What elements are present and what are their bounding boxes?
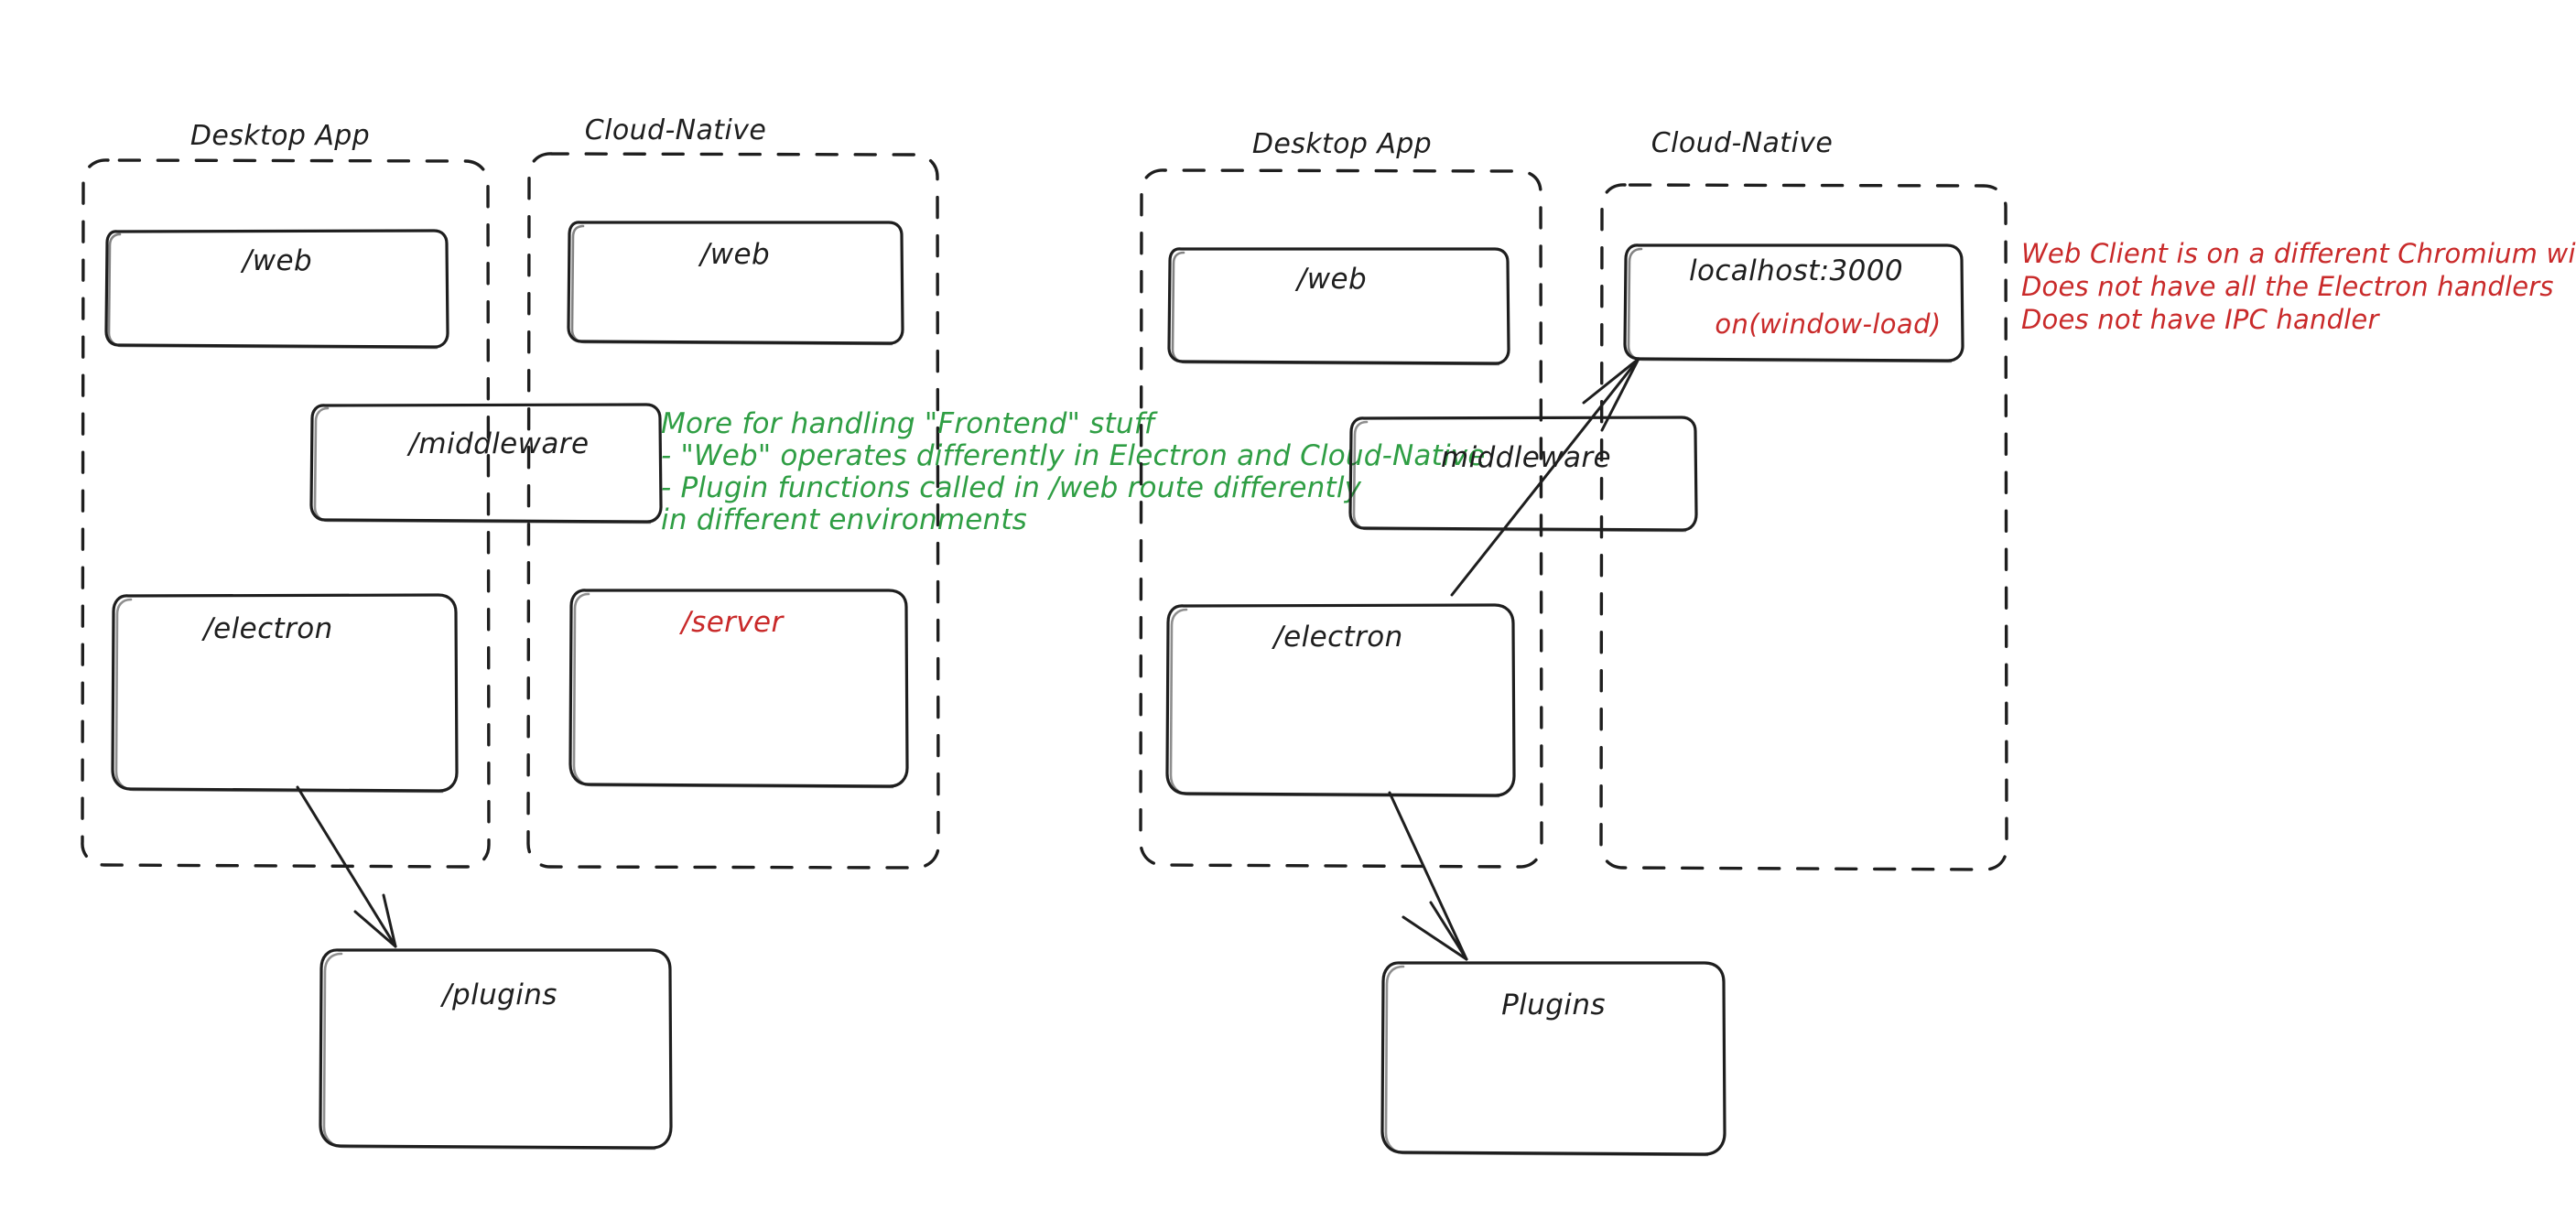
green-note-line-1: - "Web" operates differently in Electron… [661,439,1486,472]
box-label-right-electron: /electron [1271,621,1402,654]
red-note-line-0: Web Client is on a different Chromium wi… [2021,238,2576,269]
box-left-plugins[interactable] [319,948,673,1151]
box-left-cloud-web[interactable] [567,221,904,346]
group-left-cloud[interactable] [526,152,940,870]
red-note-line-2: Does not have IPC handler [2021,304,2380,335]
box-label-right-desktop-web: /web [1294,263,1367,296]
box-label-right-localhost: localhost:3000 [1689,254,1903,287]
box-left-desktop-web[interactable] [104,229,449,350]
red-note-line-1: Does not have all the Electron handlers [2021,271,2554,302]
box-right-middleware[interactable] [1348,416,1698,533]
group-right-cloud[interactable] [1599,183,2008,871]
green-note-line-3: in different environments [661,503,1027,536]
box-right-plugins[interactable] [1380,961,1726,1157]
green-note-line-0: More for handling "Frontend" stuff [661,407,1158,440]
box-label-left-electron: /electron [200,612,332,645]
red-note: Web Client is on a different Chromium wi… [2021,238,2576,335]
arrow-right-electron-to-localhost [1450,357,1640,597]
box-label-right-middleware: middleware [1441,441,1611,474]
group-label-left-cloud: Cloud-Native [585,114,766,146]
group-label-left-desktop: Desktop App [190,120,370,152]
group-right-desktop[interactable] [1139,168,1543,869]
arrow-right-electron-to-plugins [1388,791,1468,961]
group-label-right-cloud: Cloud-Native [1651,127,1833,159]
box-sublabel-right-localhost: on(window-load) [1715,308,1941,340]
green-note: More for handling "Frontend" stuff - "We… [661,407,1486,536]
box-label-left-server: /server [678,606,785,639]
group-label-right-desktop: Desktop App [1252,128,1432,160]
group-left-desktop[interactable] [81,158,491,869]
green-note-line-2: - Plugin functions called in /web route … [661,471,1362,504]
arrow-left-electron-to-plugins [296,785,397,948]
box-left-middleware[interactable] [309,403,663,524]
box-left-server[interactable] [568,589,909,789]
box-right-desktop-web[interactable] [1167,247,1510,366]
box-label-left-middleware: /middleware [406,427,590,460]
box-label-left-cloud-web: /web [698,238,770,271]
box-right-electron[interactable] [1165,603,1516,798]
box-left-electron[interactable] [111,593,459,794]
box-label-left-plugins: /plugins [439,978,557,1011]
box-label-left-desktop-web: /web [240,244,312,277]
box-label-right-plugins: Plugins [1501,989,1606,1021]
